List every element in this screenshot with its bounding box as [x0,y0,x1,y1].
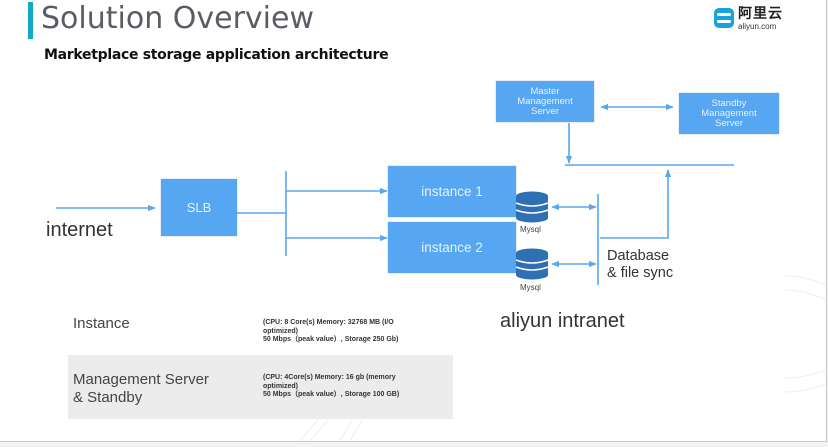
spec-detail: (CPU: 8 Core(s) Memory: 32768 MB (I/O op… [263,319,453,345]
slb-label: SLB [186,200,212,215]
instance2-label: instance 2 [421,240,483,255]
spec-detail-line: optimized) [263,327,298,335]
standby-label-line: Standby [711,97,747,109]
spec-row-instance: Instance (CPU: 8 Core(s) Memory: 32768 M… [68,305,453,350]
aliyun-cloud-icon [714,8,734,28]
standby-label-line: Server [715,117,743,129]
spec-name: Management Server & Standby [73,371,209,407]
aliyun-intranet-label: aliyun intranet [500,310,625,332]
spec-name-line: Management Server [73,371,209,388]
logo-chinese-name: 阿里云 [738,6,783,22]
page-subtitle: Marketplace storage application architec… [44,47,389,63]
slb-node[interactable]: SLB [161,179,237,236]
instance1-node[interactable]: instance 1 [388,166,516,217]
title-accent-bar [28,2,33,39]
db-sync-line: & file sync [607,265,674,281]
mysql2-label: Mysql [520,283,541,292]
spec-row-management: Management Server & Standby (CPU: 4Core(… [68,355,453,419]
database-file-sync-label: Database & file sync [607,248,673,282]
instance1-label: instance 1 [421,184,483,199]
logo-domain: aliyun.com [738,22,777,31]
standby-label-line: Management [701,107,757,119]
spec-name: Instance [73,315,130,333]
spec-detail-line: optimized) [263,382,298,390]
mysql1-label: Mysql [520,225,541,234]
internet-label: internet [46,219,113,241]
database-icon [515,191,549,223]
master-label-line: Master [530,85,560,97]
db-sync-line: Database [607,248,670,264]
spec-detail: (CPU: 4Core(s) Memory: 16 gb (memory opt… [263,374,453,400]
spec-detail-line: 50 Mbps（peak value）, Storage 100 GB) [263,391,400,398]
sync-to-management-arrow [600,169,672,239]
page-title: Solution Overview [41,1,314,36]
spec-detail-line: (CPU: 4Core(s) Memory: 16 gb (memory [263,374,396,381]
aliyun-logo: 阿里云 aliyun.com [714,6,794,34]
master-label-line: Server [531,105,559,117]
standby-management-server-node[interactable]: Standby Management Server [679,93,779,134]
spec-name-line: Instance [73,315,130,332]
master-label-line: Management [517,95,573,107]
spec-name-line: & Standby [73,389,143,406]
spec-detail-line: (CPU: 8 Core(s) Memory: 32768 MB (I/O [263,319,394,326]
spec-detail-line: 50 Mbps（peak value）, Storage 250 Gb) [263,336,399,343]
database-icon [515,248,549,280]
instance2-node[interactable]: instance 2 [388,222,516,273]
master-management-server-node[interactable]: Master Management Server [496,81,594,122]
